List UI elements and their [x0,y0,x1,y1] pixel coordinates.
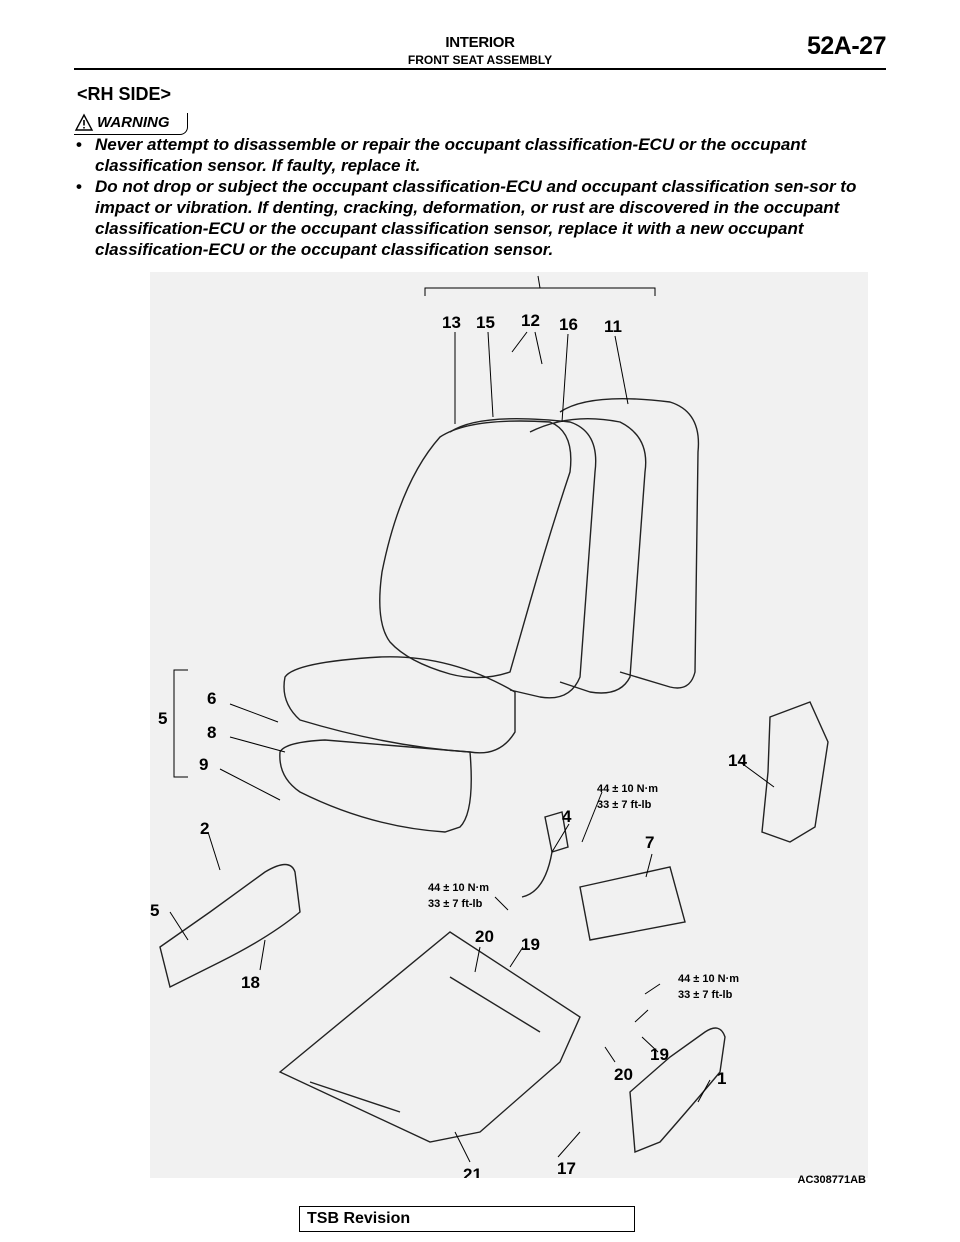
callout-14: 14 [728,751,747,770]
seat-back-pad [529,418,647,694]
callout-6: 6 [207,689,216,708]
warning-item: Do not drop or subject the occupant clas… [74,176,894,260]
seat-rail-frame [278,931,581,1143]
callout-11: 11 [604,317,622,336]
seat-belt-buckle [544,811,569,853]
torque-imperial: 33 ± 7 ft-lb [597,799,652,811]
header-rule [74,68,886,70]
callout-5a: 5 [158,709,167,728]
callout-16: 16 [559,315,578,334]
callout-10: 10 [531,272,550,276]
callout-13: 13 [442,313,461,332]
torque-imperial: 33 ± 7 ft-lb [678,989,733,1001]
section-heading: <RH SIDE> [77,84,172,104]
torque-metric: 44 ± 10 N·m [428,882,489,894]
callout-20a: 20 [475,927,494,946]
callout-1: 1 [717,1069,726,1088]
torque-imperial: 33 ± 7 ft-lb [428,898,483,910]
torque-metric: 44 ± 10 N·m [597,783,658,795]
callout-12: 12 [521,311,540,330]
callout-8: 8 [207,723,216,742]
callout-15: 15 [476,313,495,332]
seat-cushion-frame [279,739,472,833]
callout-9: 9 [199,755,208,774]
warning-triangle-icon [74,113,94,131]
seat-cushion [283,656,516,754]
side-shield-right [629,1027,726,1154]
seat-back-trim [379,420,572,679]
heater-mat-lower [579,866,686,941]
figure-id: AC308771AB [797,1174,866,1186]
callout-19b: 19 [650,1045,669,1064]
callout-17: 17 [557,1159,576,1178]
warning-label: WARNING [97,114,170,131]
tsb-revision-box: TSB Revision [299,1206,635,1232]
callout-7: 7 [645,833,654,852]
page-number: 52A-27 [807,32,887,60]
callout-19a: 19 [521,935,540,954]
seat-assembly-diagram: 10 13 15 12 16 11 5 6 8 9 2 5 18 4 7 14 … [150,272,868,1178]
callout-4: 4 [562,807,572,826]
seat-back-cover [449,417,597,699]
callout-21: 21 [463,1165,482,1178]
callout-20b: 20 [614,1065,633,1084]
warning-list: Never attempt to disassemble or repair t… [74,134,894,260]
torque-metric: 44 ± 10 N·m [678,973,739,985]
warning-item: Never attempt to disassemble or repair t… [74,134,894,176]
callout-2: 2 [200,819,209,838]
callout-5b: 5 [150,901,159,920]
section-subtitle: FRONT SEAT ASSEMBLY [407,53,553,67]
chapter-title: INTERIOR [445,34,515,51]
side-shield-left [159,863,301,989]
seat-back-frame [559,397,700,689]
callout-18: 18 [241,973,260,992]
